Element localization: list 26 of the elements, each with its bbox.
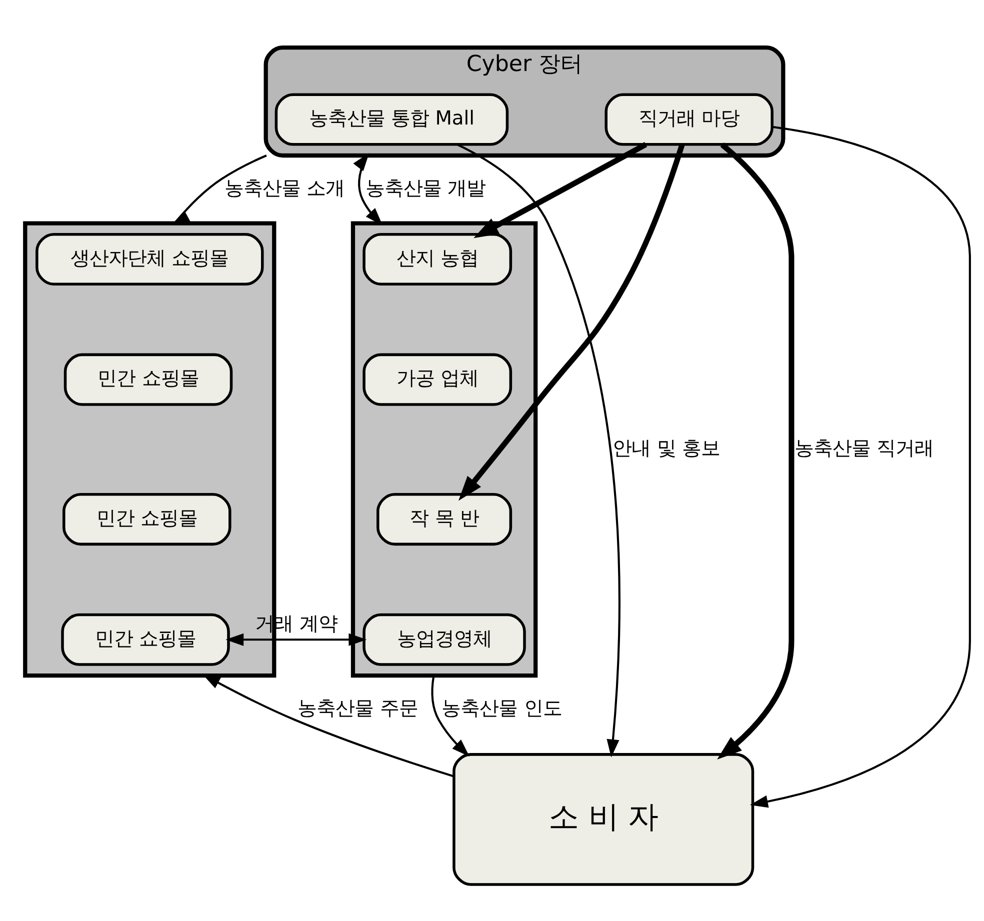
node-box: 민간 쇼핑몰 [64,353,233,406]
edge-label: 농축산물 개발 [366,176,486,200]
node-box: 소 비 자 [452,753,754,886]
node-box: 농업경영체 [362,613,526,666]
arrow [431,675,470,757]
node-box: 농축산물 통합 Mall [274,93,509,146]
arrow [353,153,383,226]
node-box: 직거래 마당 [604,93,774,146]
node-box: 민간 쇼핑몰 [62,493,232,546]
node-box: 가공 업체 [362,353,512,406]
arrow [458,144,685,501]
edge-label: 안내 및 홍보 [612,436,720,460]
edge-label: 농축산물 직거래 [794,436,934,460]
edge-label: 농축산물 소개 [224,176,345,200]
node-box: 민간 쇼핑몰 [61,613,230,666]
edge-label: 농축산물 주문 [298,696,418,720]
cluster [350,221,538,678]
arrow [474,142,648,238]
arrow [226,633,367,646]
arrow [717,142,794,760]
node-box: 생산자단체 쇼핑몰 [36,232,264,286]
arrow [750,126,971,808]
arrow [456,144,620,758]
node-box: 산지 농협 [362,232,512,286]
node-box: 작 목 반 [376,493,512,546]
edge-label: 농축산물 인도 [442,696,562,720]
